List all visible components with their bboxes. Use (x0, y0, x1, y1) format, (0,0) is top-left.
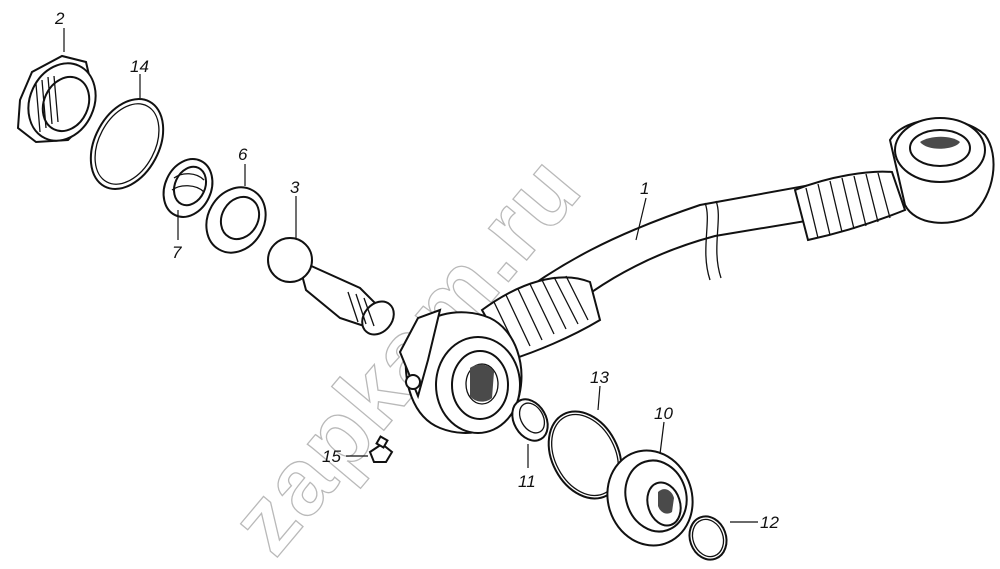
part-15-grease-fitting (368, 435, 394, 463)
callout-7: 7 (172, 243, 182, 262)
part-1-steering-rod (398, 117, 995, 434)
boot-right (793, 170, 907, 242)
part-11-small-ring (511, 398, 549, 442)
part-14-ring (89, 98, 165, 190)
rod-end-left (398, 308, 523, 434)
part-3-ball-pin (267, 237, 395, 336)
callout-10: 10 (654, 404, 673, 423)
callout-12: 12 (760, 513, 779, 532)
leader-lines (63, 28, 758, 523)
callout-3: 3 (290, 178, 300, 197)
part-10-seal (606, 449, 694, 547)
callout-labels: 2 14 6 3 7 1 13 10 11 12 15 (54, 9, 779, 532)
part-7-insert (162, 158, 214, 218)
callout-14: 14 (130, 57, 149, 76)
part-6-seat-ring (205, 186, 267, 254)
part-12-retaining-ring (688, 515, 728, 561)
callout-13: 13 (590, 368, 609, 387)
callout-1: 1 (640, 179, 649, 198)
callout-11: 11 (518, 472, 536, 491)
rod-end-right (888, 117, 995, 224)
callout-2: 2 (54, 9, 65, 28)
callout-15: 15 (322, 447, 341, 466)
callout-6: 6 (238, 145, 248, 164)
part-2-threaded-nut (16, 54, 97, 144)
